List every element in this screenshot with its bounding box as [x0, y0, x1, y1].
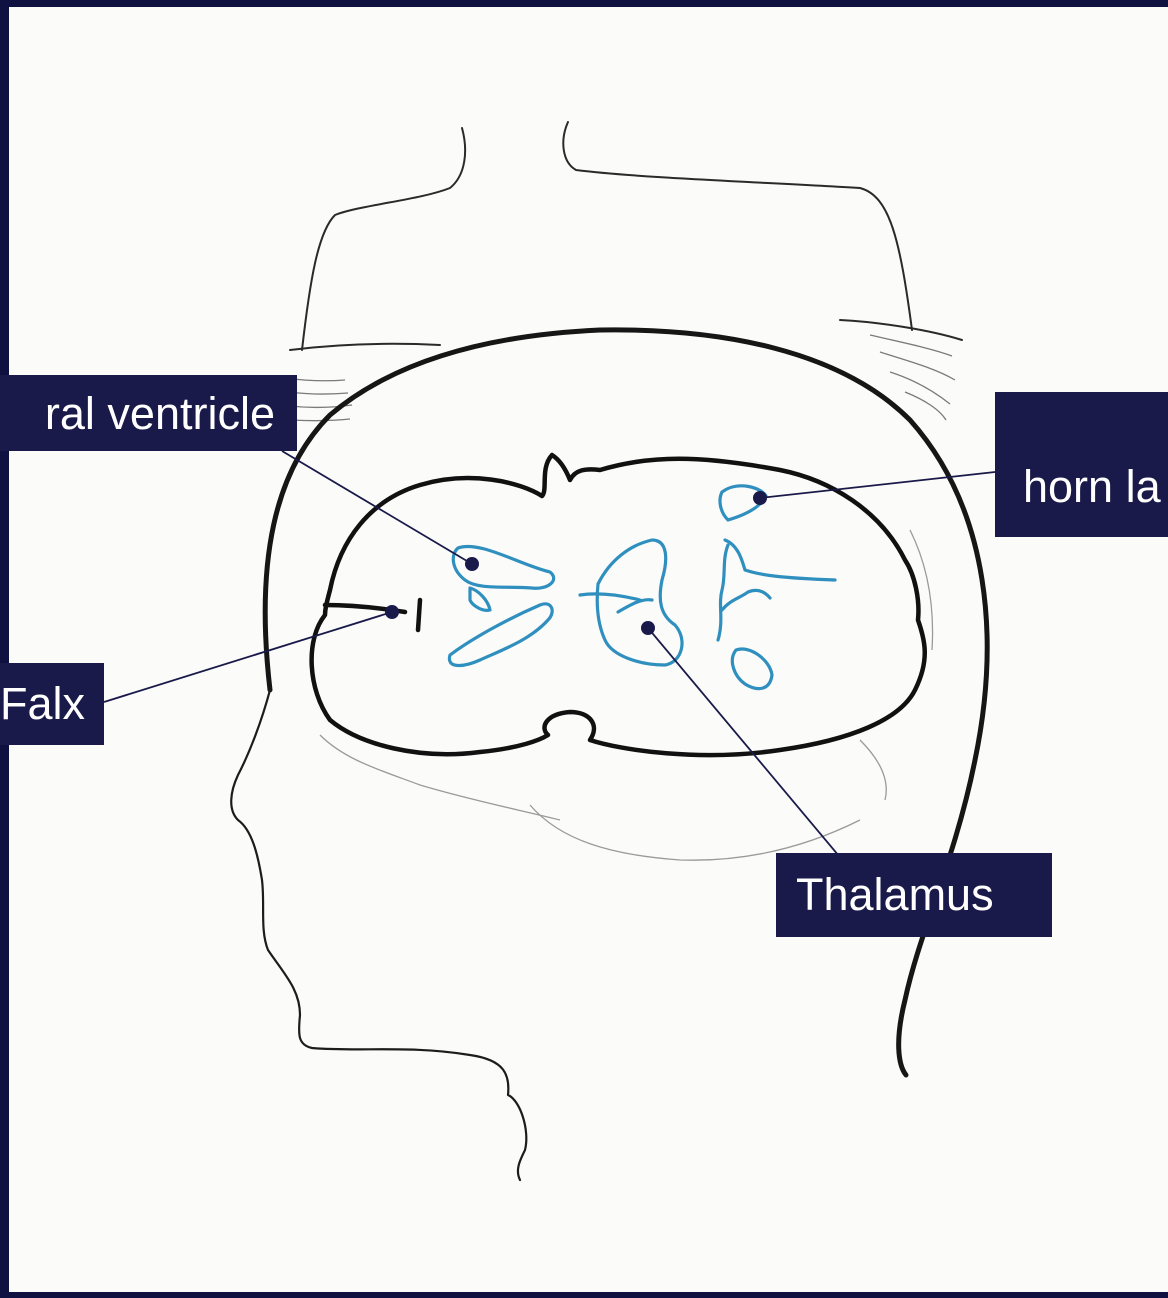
label-occipital-horn-line2: horn la — [1023, 462, 1168, 512]
ventricles — [449, 486, 835, 689]
soft-tissue-sketch — [320, 530, 933, 860]
dot-thalamus — [641, 621, 655, 635]
leader-dots — [385, 491, 767, 635]
label-lateral-ventricle-text: ral ventricle — [45, 388, 275, 439]
dot-lateral-ventricle — [465, 557, 479, 571]
leader-lateral-ventricle — [282, 451, 472, 564]
dot-falx — [385, 605, 399, 619]
label-thalamus: Thalamus — [776, 853, 1052, 937]
brain-outline — [312, 455, 925, 755]
label-lateral-ventricle: ral ventricle — [0, 375, 297, 451]
leader-falx — [104, 612, 392, 702]
label-occipital-horn: O horn la — [995, 392, 1168, 537]
label-occipital-horn-line1: O — [1023, 412, 1168, 462]
skull-outline — [265, 330, 987, 1075]
dot-occipital-horn — [753, 491, 767, 505]
probe-outline — [290, 122, 962, 350]
face-profile — [231, 690, 526, 1180]
label-falx-text: Falx — [0, 678, 85, 729]
label-thalamus-text: Thalamus — [796, 869, 994, 920]
leader-lines — [104, 451, 995, 905]
label-falx: Falx — [0, 663, 104, 745]
